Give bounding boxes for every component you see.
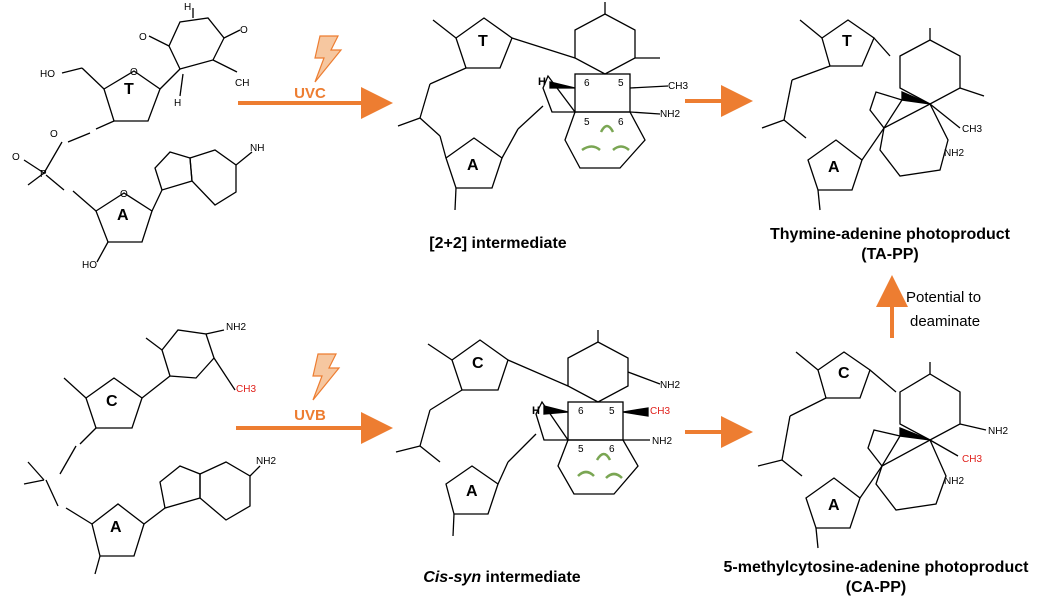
deamination-note: deaminate [910, 313, 980, 330]
methyl-label: CH3 [962, 124, 982, 135]
ring-t-label: T [478, 33, 488, 50]
carbon-number-label: 6 [578, 406, 584, 417]
cis-syn-structure [395, 330, 661, 537]
amino-label: NH2 [256, 456, 276, 467]
intermediate-22-arrows [581, 124, 630, 152]
ring-a-label: A [466, 483, 478, 500]
uvc-step: UVC [238, 35, 393, 119]
hydrogen-label: H [538, 76, 546, 88]
ta-pp-title: Thymine-adenine photoproduct [770, 226, 1011, 243]
cis-syn-title: Cis-syn intermediate [423, 569, 580, 586]
phosphorus-label: P [40, 169, 47, 180]
linker-oxygen-label: O [50, 129, 58, 140]
ring-c-label: C [106, 393, 118, 410]
phosphate-oxygen-label: O [12, 152, 20, 163]
curly-arrow-icon [577, 470, 595, 477]
intermediate-22-title: [2+2] intermediate [429, 235, 566, 252]
ta-pp-labels: T A CH3 NH2 [828, 33, 982, 176]
curly-arrow-icon [581, 145, 601, 152]
methyl-label: CH3 [668, 81, 688, 92]
reactant-ta-labels: T A HO HO O O O O O P O H H CH NH [12, 2, 264, 271]
amino-label: NH2 [652, 436, 672, 447]
methyl-label: CH [235, 78, 249, 89]
ca-pp-labels: C A CH3 NH2 NH2 [828, 365, 1008, 514]
cis-syn-labels: C A H 6 5 5 6 CH3 NH2 NH2 [466, 355, 680, 500]
uvb-label: UVB [294, 407, 326, 424]
carbon-number-label: 5 [609, 406, 615, 417]
curly-arrow-icon [595, 452, 612, 461]
methyl-label: CH3 [962, 454, 982, 465]
curly-arrow-icon [612, 145, 630, 151]
amino-label: NH2 [988, 426, 1008, 437]
deamination-note: Potential to [906, 289, 981, 306]
ho-label: HO [82, 260, 97, 271]
amino-label: NH2 [944, 476, 964, 487]
carbon-number-label: 5 [618, 78, 624, 89]
cis-syn-arrows [577, 452, 623, 479]
ca-pp-title: 5-methylcytosine-adenine photoproduct [724, 559, 1030, 576]
carbonyl-oxygen-label: O [240, 25, 248, 36]
amino-label: NH2 [660, 109, 680, 120]
ta-pp-structure [761, 19, 985, 211]
lightning-bolt-icon [312, 353, 341, 401]
ring-a-label: A [110, 519, 122, 536]
amino-label: NH2 [660, 380, 680, 391]
carbonyl-oxygen-label: O [139, 32, 147, 43]
amino-label: NH [250, 143, 264, 154]
ring-c-label: C [838, 365, 850, 382]
hydrogen-label: H [532, 405, 540, 417]
ca-pp-structure [757, 351, 987, 549]
ca-pp-abbrev: (CA-PP) [846, 579, 906, 596]
carbon-number-label: 6 [584, 78, 590, 89]
hydrogen-label: H [174, 98, 181, 109]
methyl-label: CH3 [650, 406, 670, 417]
ring-oxygen-label: O [120, 189, 128, 200]
curly-arrow-icon [599, 124, 615, 133]
ring-a-label: A [467, 157, 479, 174]
carbon-number-label: 5 [578, 444, 584, 455]
reactant-ca-structure [23, 329, 261, 575]
ring-t-label: T [842, 33, 852, 50]
uvb-step: UVB [236, 353, 393, 444]
amino-label: NH2 [226, 322, 246, 333]
amino-label: NH2 [944, 148, 964, 159]
reactant-ta-structure [23, 8, 253, 263]
deamination-step: Potential to deaminate [876, 275, 981, 338]
uvc-label: UVC [294, 85, 326, 102]
ho-label: HO [40, 69, 55, 80]
ring-t-label: T [124, 81, 134, 98]
ring-a-label: A [828, 159, 840, 176]
intermediate-22-labels: T A H 6 5 5 6 CH3 NH2 [467, 33, 688, 174]
carbon-number-label: 5 [584, 117, 590, 128]
ring-a-label: A [828, 497, 840, 514]
carbon-number-label: 6 [618, 117, 624, 128]
ta-pp-abbrev: (TA-PP) [861, 246, 918, 263]
ring-c-label: C [472, 355, 484, 372]
reactant-ca-labels: C A CH3 NH2 NH2 [106, 322, 276, 536]
curly-arrow-icon [605, 472, 623, 479]
ring-a-label: A [117, 207, 129, 224]
ring-oxygen-label: O [130, 67, 138, 78]
methyl-label: CH3 [236, 384, 256, 395]
hydrogen-label: H [184, 2, 191, 13]
intermediate-22-structure [397, 2, 669, 211]
carbon-number-label: 6 [609, 444, 615, 455]
lightning-bolt-icon [314, 35, 343, 83]
